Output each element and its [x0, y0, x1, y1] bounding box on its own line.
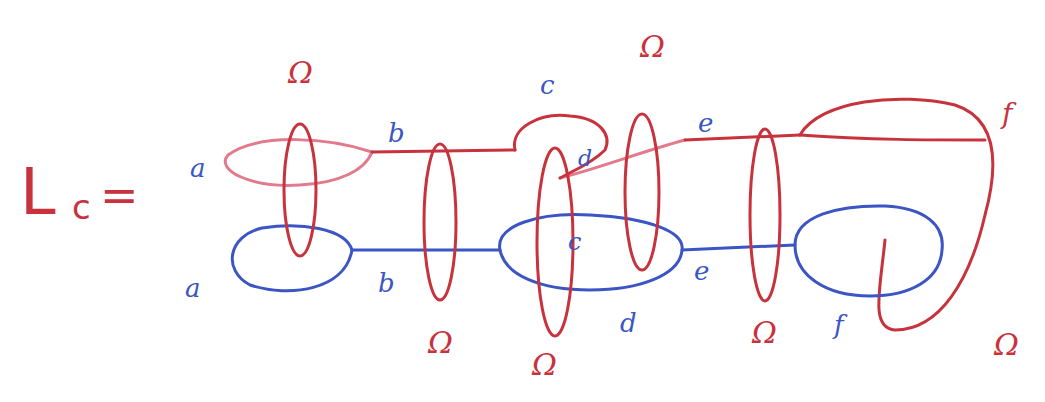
- strand-label: b: [378, 270, 395, 296]
- omega-label: Ω: [532, 350, 557, 380]
- strand-label: e: [694, 258, 709, 284]
- strand-label: e: [698, 110, 713, 136]
- strand-label: d: [620, 310, 637, 336]
- top-strand-b: [372, 150, 515, 152]
- strand-label: c: [540, 72, 555, 98]
- omega-loop-1: [284, 124, 316, 256]
- formula-symbol: L: [20, 160, 56, 224]
- strand-label: b: [388, 120, 405, 146]
- top-strand-pink: [225, 140, 685, 186]
- top-loop-f: [800, 99, 993, 330]
- strand-label: f: [834, 312, 844, 338]
- strand-label: a: [190, 155, 206, 181]
- bottom-loop-cd: [500, 215, 683, 290]
- top-strand-red: [372, 99, 993, 330]
- omega-loop-5: [750, 129, 780, 301]
- formula-equals: =: [100, 172, 139, 218]
- bottom-loop-a: [232, 226, 352, 291]
- top-bump-c: [514, 115, 606, 178]
- omega-label: Ω: [994, 330, 1019, 360]
- formula-subscript: c: [72, 190, 91, 224]
- strand-label: f: [1002, 100, 1012, 128]
- top-strand-f-inner: [800, 135, 985, 140]
- strand-label: a: [185, 275, 201, 301]
- omega-label: Ω: [428, 328, 453, 358]
- top-loop-a: [225, 140, 372, 186]
- top-strand-d: [560, 140, 685, 178]
- omega-loop-2: [424, 144, 456, 300]
- omega-label: Ω: [752, 318, 777, 348]
- omega-label: Ω: [640, 32, 665, 62]
- omega-components: [284, 114, 780, 336]
- omega-loop-3: [537, 148, 573, 336]
- bottom-strand: [232, 206, 942, 296]
- bottom-loop-f: [795, 206, 942, 296]
- strand-label: c: [568, 230, 581, 254]
- omega-loop-4: [625, 114, 659, 270]
- strand-label: d: [578, 148, 592, 170]
- omega-label: Ω: [288, 58, 313, 88]
